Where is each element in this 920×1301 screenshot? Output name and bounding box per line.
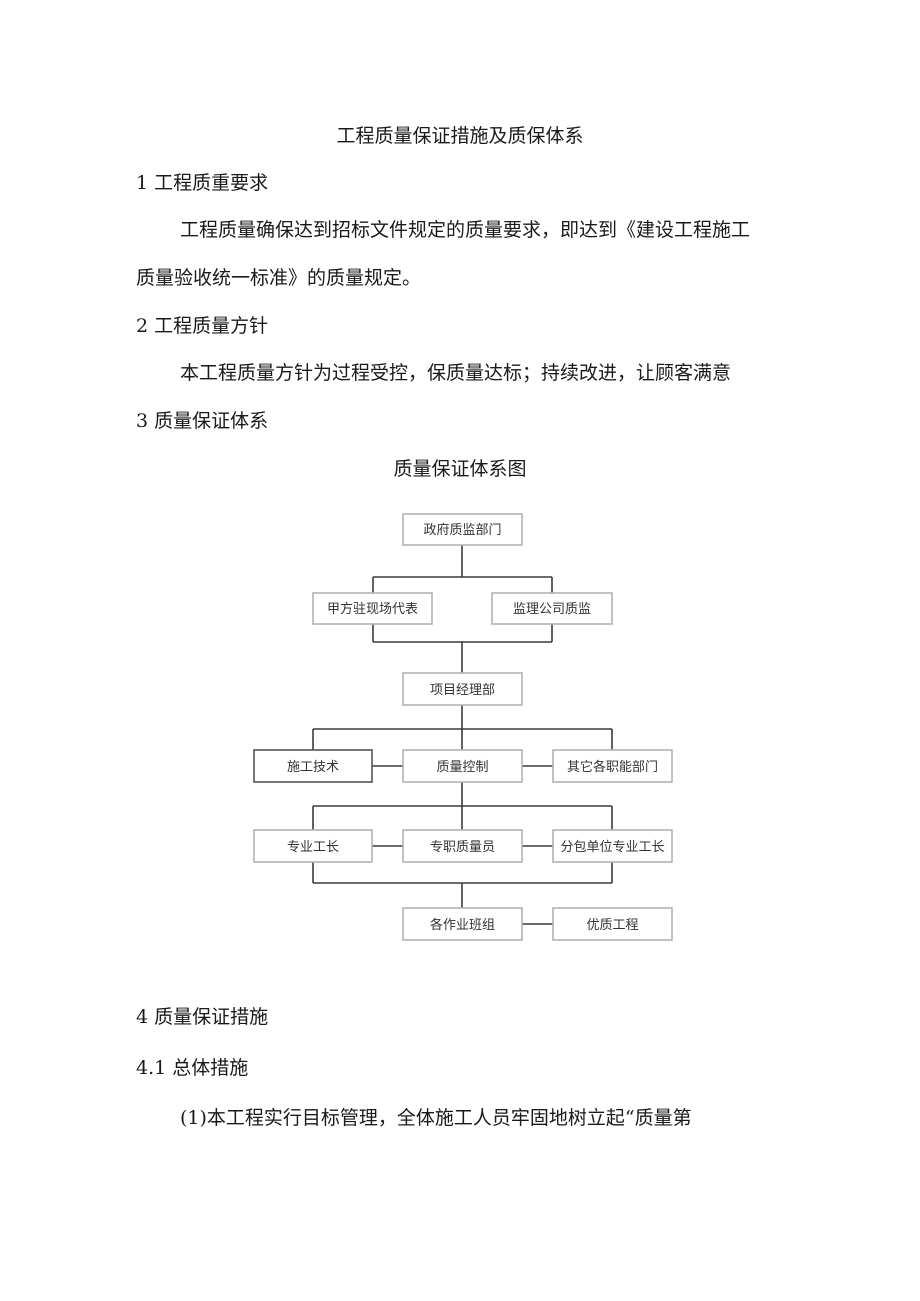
- org-node-supervision: 监理公司质监: [491, 592, 613, 625]
- svg-text:监理公司质监: 监理公司质监: [513, 602, 591, 617]
- org-node-owner-rep: 甲方驻现场代表: [312, 592, 433, 625]
- svg-text:专职质量员: 专职质量员: [430, 840, 495, 855]
- svg-text:专业工长: 专业工长: [287, 840, 339, 855]
- svg-text:其它各职能部门: 其它各职能部门: [567, 759, 658, 775]
- org-node-work-teams: 各作业班组: [402, 907, 523, 941]
- svg-text:项目经理部: 项目经理部: [430, 683, 495, 698]
- section3-heading: 3 质量保证体系: [136, 410, 269, 432]
- svg-text:政府质监部门: 政府质监部门: [423, 523, 501, 538]
- org-node-quality-officer: 专职质量员: [402, 829, 523, 863]
- section41-paragraph: (1)本工程实行目标管理，全体施工人员牢固地树立起“质量第: [180, 1107, 692, 1129]
- svg-text:甲方驻现场代表: 甲方驻现场代表: [327, 601, 418, 617]
- org-node-other-depts: 其它各职能部门: [552, 749, 673, 783]
- diagram-title: 质量保证体系图: [393, 458, 527, 480]
- section2-paragraph: 本工程质量方针为过程受控，保质量达标；持续改进，让顾客满意: [180, 362, 732, 384]
- org-node-tech: 施工技术: [253, 749, 373, 783]
- section1-heading: 1 工程质重要求: [136, 172, 269, 194]
- org-node-foreman: 专业工长: [253, 829, 373, 863]
- section41-heading: 4.1 总体措施: [136, 1057, 249, 1079]
- svg-text:质量控制: 质量控制: [436, 760, 488, 775]
- svg-text:优质工程: 优质工程: [586, 918, 638, 933]
- section1-paragraph-line2: 质量验收统一标准》的质量规定。: [136, 267, 422, 289]
- org-node-gov: 政府质监部门: [402, 513, 523, 546]
- org-node-project-dept: 项目经理部: [402, 672, 523, 706]
- svg-text:施工技术: 施工技术: [287, 760, 339, 775]
- document-title: 工程质量保证措施及质保体系: [336, 125, 584, 147]
- org-node-quality-control: 质量控制: [402, 749, 523, 783]
- section4-heading: 4 质量保证措施: [136, 1006, 269, 1028]
- section1-paragraph-line1: 工程质量确保达到招标文件规定的质量要求，即达到《建设工程施工: [180, 219, 751, 241]
- org-node-sub-foreman: 分包单位专业工长: [552, 829, 673, 863]
- connector-lines: [312, 545, 613, 925]
- org-node-quality-project: 优质工程: [552, 907, 673, 941]
- svg-text:分包单位专业工长: 分包单位专业工长: [560, 840, 664, 855]
- section2-heading: 2 工程质量方针: [136, 315, 269, 337]
- svg-text:各作业班组: 各作业班组: [430, 917, 495, 933]
